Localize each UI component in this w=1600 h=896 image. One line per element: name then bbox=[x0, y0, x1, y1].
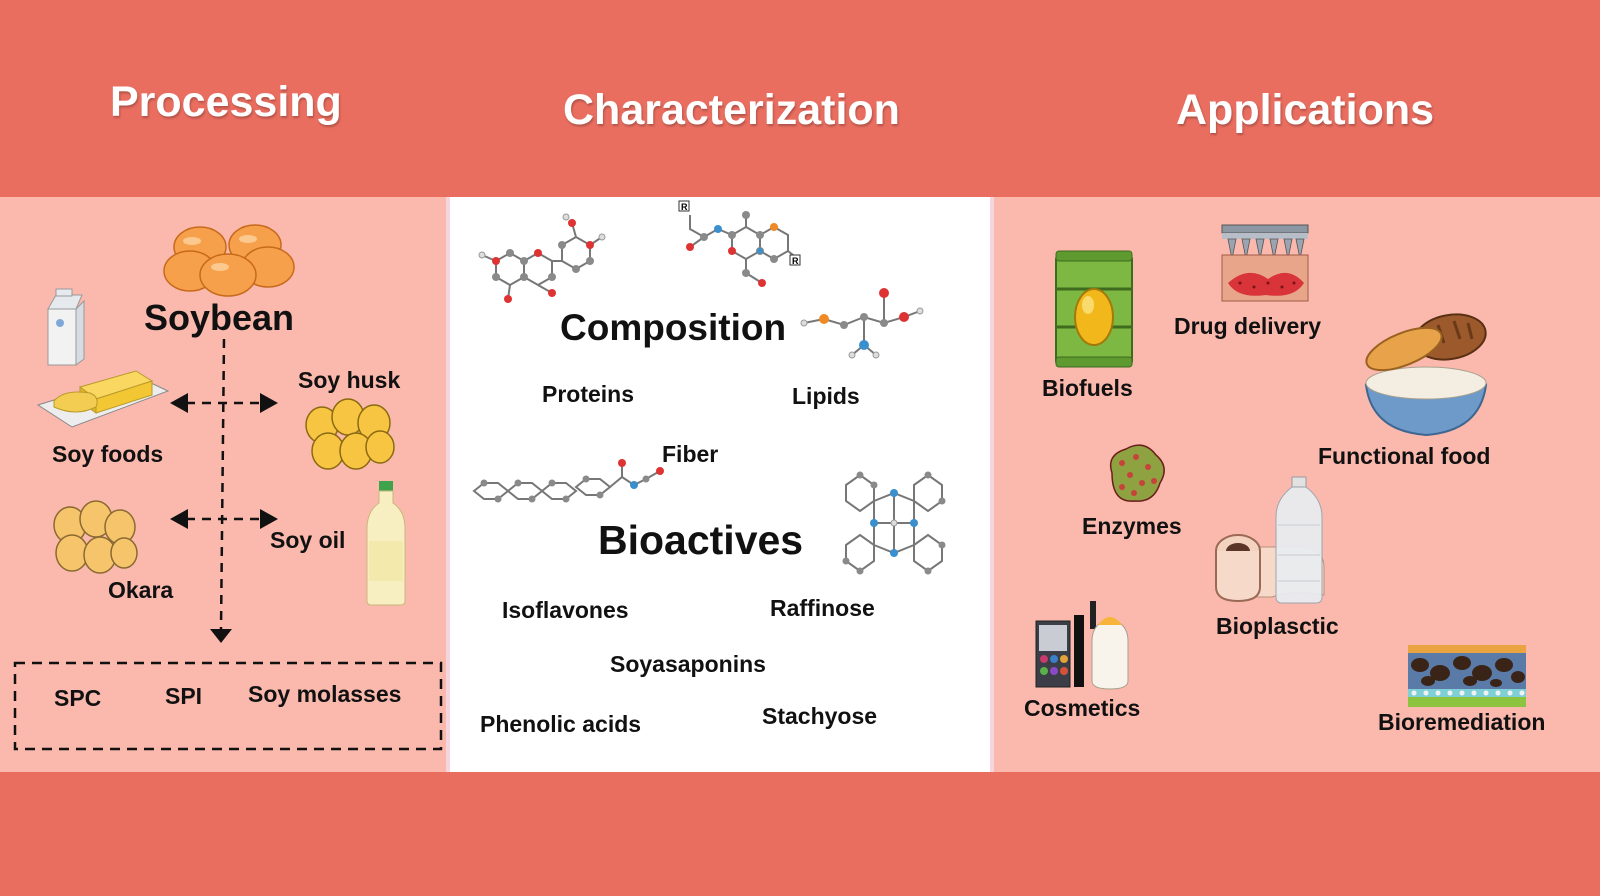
processing-flow-arrows bbox=[13, 338, 443, 751]
soybean-label: Soybean bbox=[144, 297, 295, 338]
cosmetics-label: Cosmetics bbox=[1024, 695, 1141, 721]
biofuels-label: Biofuels bbox=[1042, 375, 1133, 401]
fiber-molecule-icon bbox=[472, 459, 664, 503]
characterization-panel: R R Composition Proteins Lipids Fiber bbox=[446, 197, 994, 772]
milk-carton-icon bbox=[47, 288, 85, 366]
header-applications: Applications bbox=[1176, 86, 1435, 134]
isoflavone-molecule-icon bbox=[478, 213, 606, 303]
functional-food-icon bbox=[1364, 313, 1488, 437]
lipids-label: Lipids bbox=[792, 383, 860, 409]
soy-husk-icon bbox=[305, 398, 395, 470]
cosmetics-icon bbox=[1035, 601, 1129, 690]
fiber-label: Fiber bbox=[662, 441, 719, 467]
isoflavones-label: Isoflavones bbox=[502, 597, 629, 623]
enzymes-icon bbox=[1109, 444, 1165, 502]
product-soy-molasses: Soy molasses bbox=[248, 681, 402, 707]
product-spi: SPI bbox=[165, 683, 203, 709]
composition-label: Composition bbox=[560, 307, 787, 348]
biofuel-barrel-icon bbox=[1055, 250, 1133, 368]
soy-oil-bottle-icon bbox=[366, 481, 406, 606]
header-characterization: Characterization bbox=[563, 86, 900, 134]
phenolic-acids-label: Phenolic acids bbox=[480, 711, 642, 737]
bioplastic-label: Bioplasctic bbox=[1216, 613, 1339, 639]
svg-text:R: R bbox=[681, 202, 688, 212]
bioremediation-icon bbox=[1408, 645, 1526, 707]
okara-icon bbox=[53, 500, 138, 574]
bioactives-label: Bioactives bbox=[598, 517, 804, 563]
svg-text:R: R bbox=[792, 256, 799, 266]
processing-panel: Soybean Soy foods Soy husk Okara Soy oil bbox=[0, 197, 446, 772]
okara-label: Okara bbox=[108, 577, 174, 603]
drug-delivery-label: Drug delivery bbox=[1174, 313, 1321, 339]
bioremediation-label: Bioremediation bbox=[1378, 709, 1546, 735]
header-processing: Processing bbox=[110, 78, 342, 126]
bioactive-ring-molecule-icon bbox=[842, 471, 946, 575]
soyasaponins-label: Soyasaponins bbox=[610, 651, 766, 677]
tofu-icon bbox=[36, 370, 170, 428]
soybeans-icon bbox=[163, 224, 295, 297]
amino-acid-molecule-icon bbox=[800, 288, 924, 359]
raffinose-label: Raffinose bbox=[770, 595, 875, 621]
proteins-label: Proteins bbox=[542, 381, 635, 407]
applications-panel: Biofuels Drug delivery Functional food E… bbox=[994, 197, 1600, 772]
soy-husk-label: Soy husk bbox=[298, 367, 401, 393]
drug-delivery-microneedle-icon bbox=[1221, 224, 1309, 302]
soy-foods-label: Soy foods bbox=[52, 441, 164, 467]
soy-oil-label: Soy oil bbox=[270, 527, 346, 553]
r-group-molecule-icon: R R bbox=[678, 200, 801, 287]
functional-food-label: Functional food bbox=[1318, 443, 1491, 469]
products-dashed-box bbox=[13, 661, 443, 751]
enzymes-label: Enzymes bbox=[1082, 513, 1182, 539]
stachyose-label: Stachyose bbox=[762, 703, 878, 729]
bioplastic-icon bbox=[1215, 476, 1325, 604]
product-spc: SPC bbox=[54, 685, 102, 711]
